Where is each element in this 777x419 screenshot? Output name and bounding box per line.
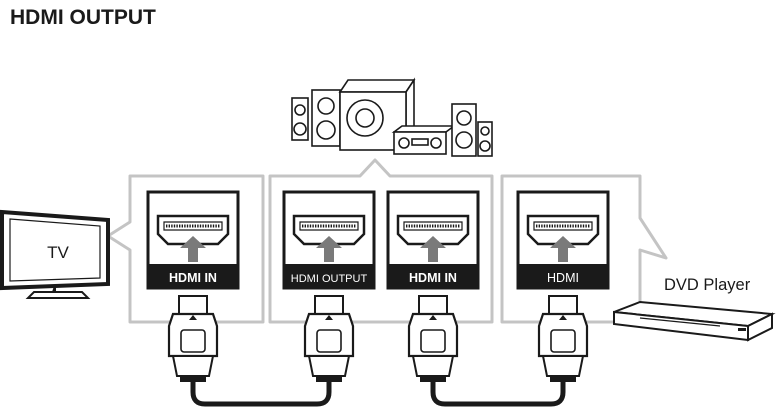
hdmi-cable-tv-receiver xyxy=(190,382,332,407)
tv-icon: TV xyxy=(0,209,110,299)
port-label: HDMI xyxy=(547,271,579,285)
tv-hdmi-plug xyxy=(167,294,219,384)
port-label: HDMI OUTPUT xyxy=(291,273,368,285)
dvd-port-bubble xyxy=(500,174,668,324)
port-label: HDMI IN xyxy=(169,271,217,285)
speaker-system-icon xyxy=(291,77,493,157)
hdmi-cable-receiver-dvd xyxy=(430,382,566,407)
receiver-hdmi-in-port: HDMI IN xyxy=(386,190,480,290)
page-title: HDMI OUTPUT xyxy=(10,6,156,29)
receiver-input-hdmi-plug xyxy=(407,294,459,384)
dvd-player-label: DVD Player xyxy=(664,276,751,294)
tv-label: TV xyxy=(47,243,69,262)
dvd-player-icon: DVD Player xyxy=(613,276,776,342)
port-label: HDMI IN xyxy=(409,271,457,285)
receiver-output-hdmi-plug xyxy=(303,294,355,384)
dvd-hdmi-plug xyxy=(537,294,589,384)
tv-port-bubble xyxy=(106,174,265,324)
dvd-hdmi-port: HDMI xyxy=(516,190,610,290)
receiver-hdmi-output-port: HDMI OUTPUT xyxy=(282,190,376,290)
tv-hdmi-in-port: HDMI IN xyxy=(146,190,240,290)
